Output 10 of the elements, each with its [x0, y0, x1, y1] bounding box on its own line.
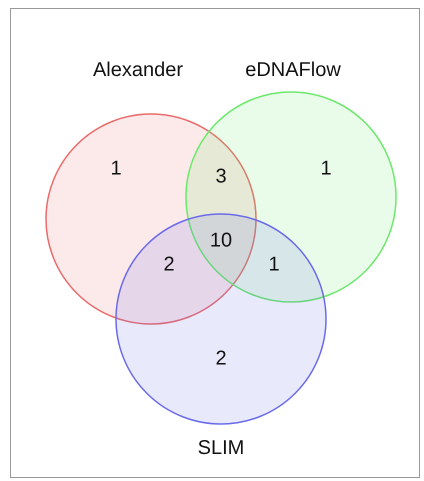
count-label: 1 [268, 254, 280, 276]
set-label: Alexander [92, 59, 184, 82]
count-label: 3 [215, 166, 227, 188]
set-label: SLIM [198, 437, 244, 460]
count-label: 1 [110, 158, 122, 180]
count-label: 10 [210, 230, 232, 252]
count-label: 2 [215, 348, 227, 370]
count-label: 2 [163, 254, 175, 276]
count-label: 1 [320, 158, 332, 180]
set-label: eDNAFlow [245, 59, 341, 82]
